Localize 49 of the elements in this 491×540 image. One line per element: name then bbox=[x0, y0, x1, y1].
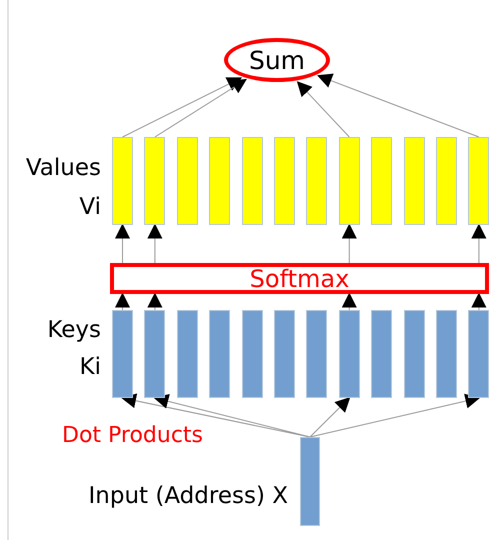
key-vector-bar bbox=[274, 310, 295, 398]
key-vector-bar bbox=[371, 310, 392, 398]
arrow bbox=[310, 396, 350, 438]
arrow bbox=[147, 292, 162, 310]
value-vector-bar bbox=[436, 137, 457, 225]
arrow bbox=[296, 81, 350, 138]
value-vector-bar bbox=[468, 137, 490, 225]
key-vector-bar bbox=[468, 310, 490, 398]
key-vector-bar bbox=[209, 310, 230, 398]
arrow bbox=[342, 224, 357, 264]
input-label: Input (Address) X bbox=[88, 485, 288, 508]
key-vector-bar bbox=[306, 310, 328, 398]
value-vector-bar bbox=[209, 137, 230, 225]
arrow bbox=[471, 292, 486, 310]
vi-label: Vi bbox=[79, 196, 101, 219]
value-vector-bar bbox=[274, 137, 295, 225]
ki-label: Ki bbox=[80, 356, 101, 379]
arrow bbox=[115, 292, 130, 310]
value-vector-bar bbox=[176, 137, 198, 225]
arrow bbox=[154, 78, 247, 138]
key-vector-bar bbox=[176, 310, 198, 398]
key-vector-bar bbox=[242, 310, 263, 398]
arrow bbox=[317, 74, 480, 138]
key-vector-bar bbox=[144, 310, 166, 398]
value-vector-bar bbox=[338, 137, 360, 225]
sum-label: Sum bbox=[248, 48, 306, 72]
value-vector-bar bbox=[112, 137, 133, 225]
arrow bbox=[310, 394, 480, 438]
key-vector-bar bbox=[436, 310, 457, 398]
key-vector-bar bbox=[112, 310, 133, 398]
key-vector-bar bbox=[404, 310, 425, 398]
softmax-label: Softmax bbox=[250, 266, 350, 290]
value-vector-bar bbox=[242, 137, 263, 225]
softmax-box bbox=[110, 263, 489, 294]
values-label: Values bbox=[26, 157, 101, 180]
value-vector-bar bbox=[371, 137, 392, 225]
value-vector-bar bbox=[404, 137, 425, 225]
keys-label: Keys bbox=[47, 319, 101, 342]
arrow bbox=[115, 224, 130, 264]
arrow bbox=[471, 224, 486, 264]
arrow bbox=[147, 224, 162, 264]
key-vector-bar bbox=[338, 310, 360, 398]
input-vector-bar bbox=[300, 437, 320, 526]
value-vector-bar bbox=[144, 137, 166, 225]
arrow bbox=[342, 292, 357, 310]
dot-products-label: Dot Products bbox=[62, 425, 204, 447]
arrow bbox=[153, 394, 310, 438]
sum-ellipse bbox=[224, 38, 330, 82]
value-vector-bar bbox=[306, 137, 328, 225]
